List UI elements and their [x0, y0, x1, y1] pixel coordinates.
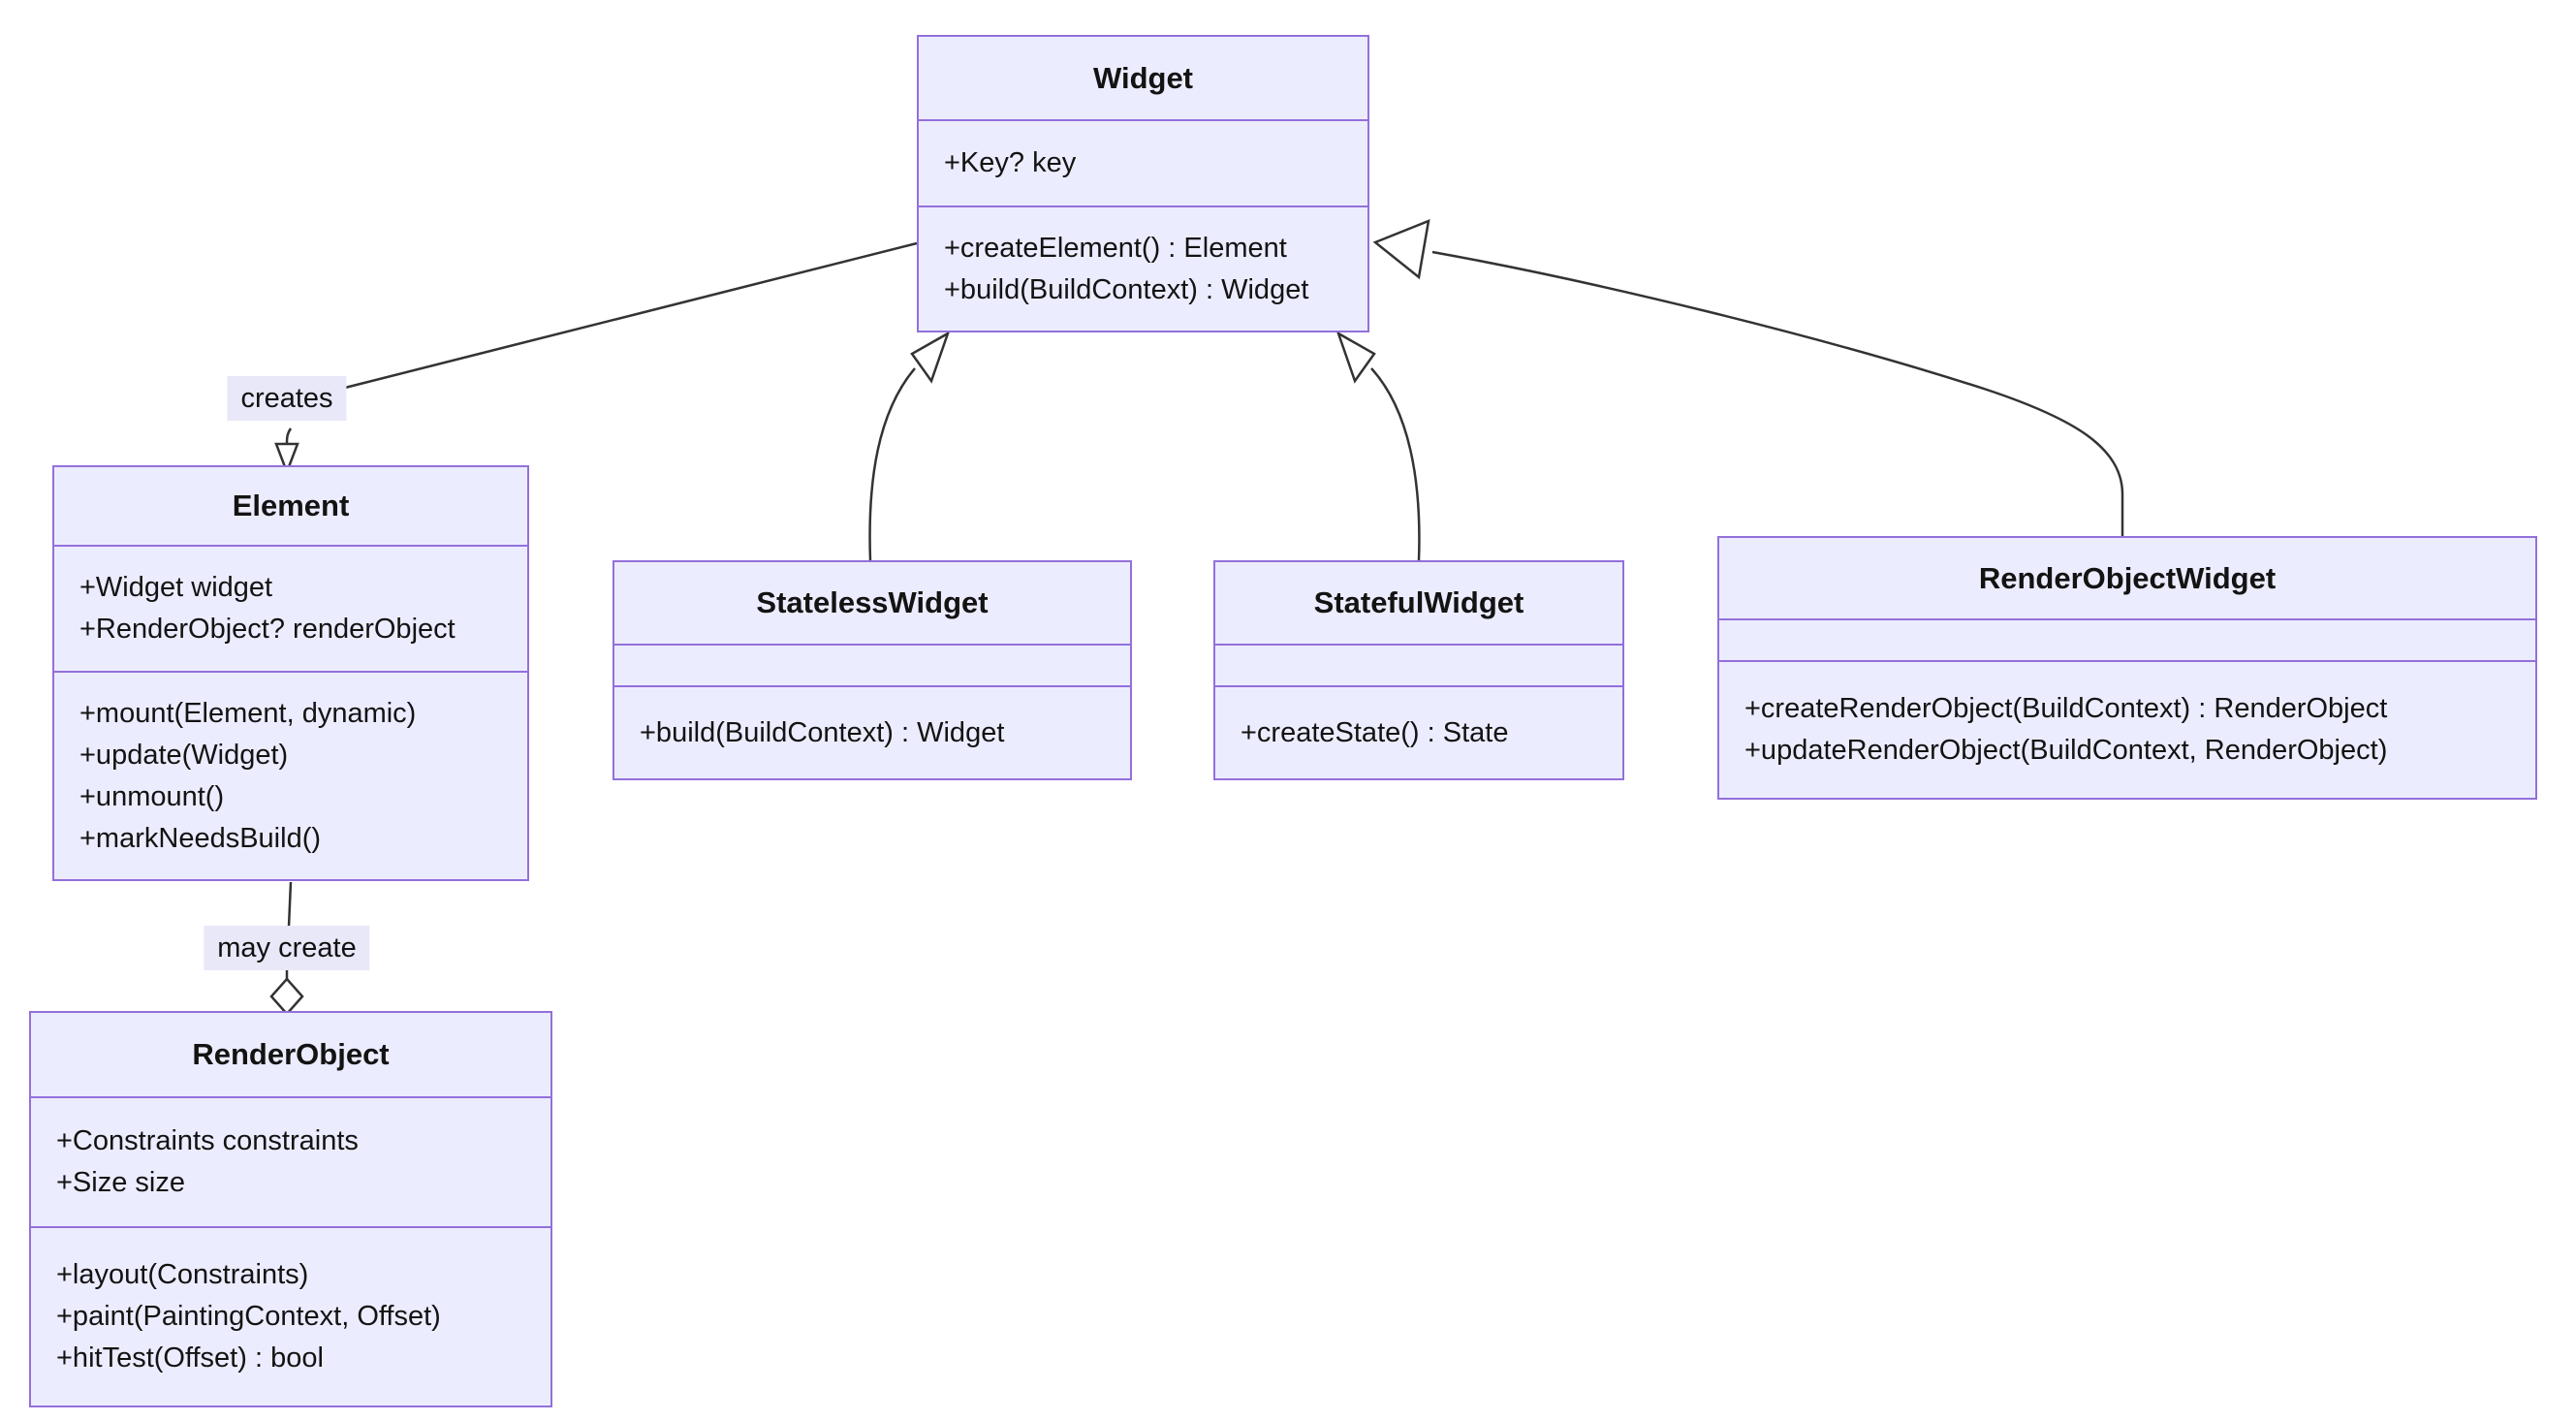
member-line: +mount(Element, dynamic)	[79, 697, 417, 729]
class-methods: +createElement() : Element +build(BuildCo…	[919, 207, 1367, 331]
class-renderobjectwidget: RenderObjectWidget +createRenderObject(B…	[1717, 536, 2537, 800]
member-line: +Key? key	[944, 147, 1077, 178]
class-methods: +layout(Constraints) +paint(PaintingConte…	[31, 1228, 550, 1405]
member-line: +paint(PaintingContext, Offset)	[56, 1301, 441, 1332]
member-line: +build(BuildContext) : Widget	[640, 716, 1005, 748]
class-attributes	[1215, 646, 1622, 687]
class-statelesswidget: StatelessWidget +build(BuildContext) : W…	[613, 560, 1132, 780]
class-methods: +createState() : State	[1215, 687, 1622, 778]
class-widget: Widget +Key? key +createElement() : Elem…	[917, 35, 1369, 332]
member-line: +unmount()	[79, 780, 225, 812]
member-line: +markNeedsBuild()	[79, 822, 322, 854]
member-line: +createState() : State	[1241, 716, 1509, 748]
class-attributes: +Key? key	[919, 121, 1367, 207]
class-title: Widget	[919, 37, 1367, 121]
class-methods: +mount(Element, dynamic) +update(Widget) +…	[54, 673, 527, 879]
member-line: +updateRenderObject(BuildContext, Render…	[1744, 735, 2388, 766]
edge-renderobjectwidget-to-widget	[1431, 250, 2124, 536]
edge-statelesswidget-to-widget	[868, 367, 916, 561]
class-title: StatelessWidget	[614, 562, 1130, 646]
class-attributes: +Constraints constraints +Size size	[31, 1098, 550, 1228]
member-line: +hitTest(Offset) : bool	[56, 1342, 324, 1374]
class-attributes: +Widget widget +RenderObject? renderObjec…	[54, 547, 527, 673]
hollow-triangle-arrowhead-stateful	[1335, 331, 1376, 384]
edge-creates-label-to-element	[285, 427, 293, 445]
class-attributes	[1719, 620, 2535, 662]
member-line: +build(BuildContext) : Widget	[944, 273, 1309, 305]
member-line: +Widget widget	[79, 572, 273, 603]
class-attributes	[614, 646, 1130, 687]
edge-label-creates: creates	[227, 376, 347, 421]
class-renderobject: RenderObject +Constraints constraints +Si…	[29, 1011, 552, 1407]
member-line: +RenderObject? renderObject	[79, 614, 456, 645]
member-line: +createElement() : Element	[944, 232, 1287, 264]
class-statefulwidget: StatefulWidget +createState() : State	[1213, 560, 1624, 780]
member-line: +Constraints constraints	[56, 1125, 359, 1156]
edge-label-may-create: may create	[204, 926, 370, 970]
hollow-triangle-arrowhead-creates	[274, 442, 299, 476]
class-title: Element	[54, 467, 527, 547]
class-title: RenderObject	[31, 1013, 550, 1098]
member-line: +Size size	[56, 1167, 185, 1198]
class-element: Element +Widget widget +RenderObject? ren…	[52, 465, 529, 881]
member-line: +createRenderObject(BuildContext) : Rend…	[1744, 693, 2388, 724]
edge-element-to-maycreate-label	[287, 881, 293, 928]
class-methods: +createRenderObject(BuildContext) : Rend…	[1719, 662, 2535, 798]
edge-statefulwidget-to-widget	[1370, 367, 1421, 561]
class-title: RenderObjectWidget	[1719, 538, 2535, 620]
member-line: +update(Widget)	[79, 739, 289, 771]
edge-widget-to-creates-label	[332, 241, 918, 393]
member-line: +layout(Constraints)	[56, 1259, 309, 1290]
class-title: StatefulWidget	[1215, 562, 1622, 646]
hollow-triangle-arrowhead-renderobjectwidget	[1372, 219, 1430, 280]
aggregation-diamond	[269, 977, 304, 1016]
class-methods: +build(BuildContext) : Widget	[614, 687, 1130, 778]
hollow-triangle-arrowhead-stateless	[910, 331, 951, 384]
